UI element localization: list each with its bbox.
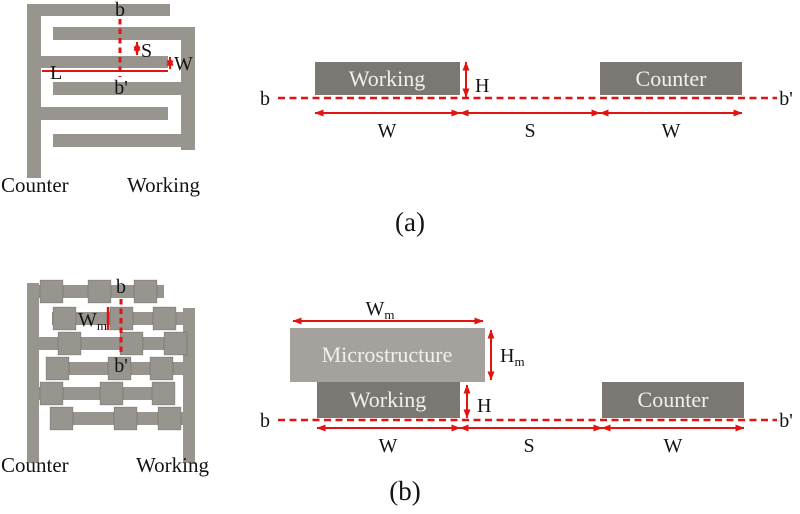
microstructure-square <box>151 381 176 406</box>
microstructure-square <box>39 279 64 304</box>
b-label: b <box>115 0 125 21</box>
microstructure-square <box>52 306 77 331</box>
wm-label: Wm <box>365 298 394 322</box>
w2-label: W <box>662 120 681 142</box>
microstructure-square <box>39 381 64 406</box>
counter-spine <box>27 283 39 463</box>
panel-b-top-view: b b' Wm Counter Working <box>1 276 209 477</box>
w2-label: W <box>664 435 683 457</box>
working-finger <box>53 82 182 95</box>
counter-block-label: Counter <box>636 66 708 91</box>
counter-label: Counter <box>1 173 69 197</box>
l-label: L <box>50 62 62 84</box>
b-prime-label: b' <box>779 410 793 432</box>
microstructure-square <box>45 356 70 381</box>
microstructure-square <box>49 406 74 431</box>
panel-a-top-view: b b' S W L Counter Working <box>1 0 200 197</box>
counter-top-bar <box>27 4 170 16</box>
microstructure-square <box>57 331 82 356</box>
caption-b: (b) <box>389 476 421 506</box>
h-label: H <box>477 395 491 417</box>
working-block-label: Working <box>349 66 425 91</box>
counter-electrode <box>27 4 170 178</box>
b-prime-label: b' <box>114 355 128 377</box>
microstructure-square <box>107 356 132 381</box>
working-block <box>317 382 460 418</box>
working-electrode <box>53 27 195 150</box>
microstructure-square <box>119 331 144 356</box>
hm-label: Hm <box>500 345 525 369</box>
s-label: S <box>141 40 152 62</box>
counter-block-label: Counter <box>638 387 710 412</box>
working-block-label: Working <box>350 387 426 412</box>
microstructure-square <box>87 279 112 304</box>
working-block <box>315 62 460 95</box>
working-spine <box>183 308 195 463</box>
b-prime-label: b' <box>114 77 128 99</box>
working-label: Working <box>127 173 200 197</box>
counter-block <box>600 62 742 95</box>
wm-label: Wm <box>78 309 107 333</box>
counter-finger <box>40 56 168 68</box>
counter-finger <box>27 337 168 350</box>
w-label: W <box>174 53 193 75</box>
working-spine <box>181 27 195 150</box>
s-label: S <box>523 435 534 457</box>
b-prime-label: b' <box>779 88 793 110</box>
b-label: b <box>260 410 270 432</box>
counter-block <box>602 382 744 418</box>
panel-a-cross-section: Working Counter H b b' W S W <box>260 61 793 142</box>
b-label: b <box>260 88 270 110</box>
microstructure-block <box>290 328 485 382</box>
panel-b-cross-section: Wm Microstructure Hm Working Counter H b… <box>260 298 793 457</box>
working-label: Working <box>136 453 209 477</box>
working-finger <box>53 134 182 147</box>
counter-finger <box>40 107 168 120</box>
working-finger <box>53 27 182 40</box>
h-label: H <box>475 75 489 97</box>
s-label: S <box>524 120 535 142</box>
microstructure-square <box>157 406 182 431</box>
caption-a: (a) <box>395 207 425 237</box>
counter-spine <box>27 4 41 178</box>
microstructure-square <box>152 306 177 331</box>
microstructure-square <box>163 331 188 356</box>
microstructure-square <box>113 406 138 431</box>
w1-label: W <box>379 435 398 457</box>
microstructure-square <box>149 356 174 381</box>
microstructure-block-label: Microstructure <box>322 342 453 367</box>
microstructure-square <box>99 381 124 406</box>
counter-label: Counter <box>1 453 69 477</box>
microstructures <box>39 279 188 431</box>
b-label: b <box>116 276 126 298</box>
w1-label: W <box>378 120 397 142</box>
microstructure-square <box>133 279 158 304</box>
